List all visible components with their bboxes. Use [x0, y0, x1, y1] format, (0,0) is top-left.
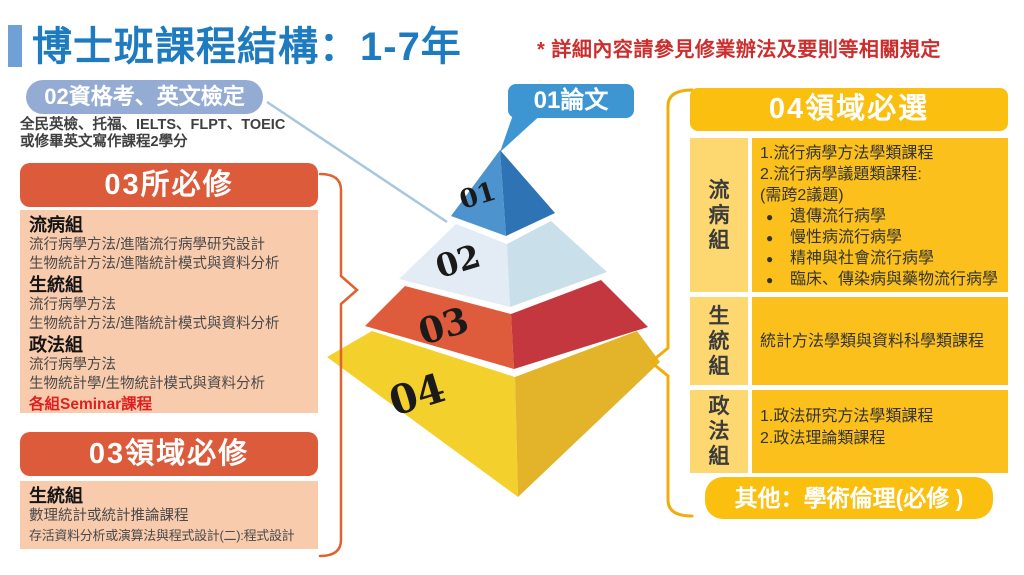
- pyramid-label-01: 01: [456, 177, 499, 216]
- course-line: 生物統計方法/進階統計模式與資料分析: [29, 316, 280, 332]
- elective-line: (需跨2議題): [760, 187, 844, 204]
- bullet-item: 遺傳流行病學: [760, 206, 1002, 228]
- bullet-item: 精神與社會流行病學: [760, 248, 1002, 270]
- dept-required-body: 流病組 流行病學方法/進階流行病學研究設計 生物統計方法/進階統計模式與資料分析…: [20, 210, 318, 413]
- elective-group-label-biostat: 生統組: [690, 297, 748, 385]
- page-note: * 詳細內容請參見修業辦法及要則等相關規定: [537, 39, 941, 61]
- group-name: 政法組: [29, 335, 83, 355]
- qualification-header: 02資格考、英文檢定: [26, 80, 263, 114]
- group-name: 政法組: [708, 395, 730, 468]
- qualification-line: 或修畢英文寫作課程2學分: [20, 133, 188, 150]
- pyramid-level-04-right-face: [515, 331, 660, 497]
- group-name: 流病組: [708, 178, 730, 252]
- group-name: 生統組: [29, 486, 83, 506]
- elective-line: 2.流行病學議題類課程:: [760, 166, 922, 183]
- pyramid-level-04-left-face: [327, 331, 518, 497]
- bullet-item: 慢性病流行病學: [760, 227, 1002, 249]
- pyramid-label-02: 02: [431, 237, 485, 286]
- pyramid-level-02-right-face: [507, 221, 607, 307]
- elective-line: 統計方法學類與資料科學類課程: [760, 332, 985, 350]
- ethics-box: 其他：學術倫理(必修 ): [705, 477, 993, 519]
- pyramid-level-01-left-face: [451, 150, 506, 236]
- left-brace-connector: [318, 172, 359, 558]
- course-line: 流行病學方法/進階流行病學研究設計: [29, 237, 266, 253]
- field-required-header: 03領域必修: [20, 432, 318, 476]
- course-line: 數理統計或統計推論課程: [29, 508, 189, 524]
- thesis-callout-tail: [500, 112, 544, 152]
- qualification-detail: 全民英檢、托福、IELTS、FLPT、TOEIC 或修畢英文寫作課程2學分: [20, 117, 340, 150]
- course-line: 生物統計方法/進階統計模式與資料分析: [29, 256, 280, 272]
- course-line: 流行病學方法: [29, 357, 116, 373]
- elective-line: 1.政法研究方法學類課程: [760, 408, 934, 425]
- qualification-line: 全民英檢、托福、IELTS、FLPT、TOEIC: [20, 117, 286, 133]
- field-required-body: 生統組 數理統計或統計推論課程 存活資料分析或演算法與程式設計(二):程式設計: [20, 481, 318, 549]
- elective-content-epi: 1.流行病學方法學類課程 2.流行病學議題類課程: (需跨2議題) 遺傳流行病學…: [752, 138, 1008, 292]
- pyramid-level-03-right-face: [511, 280, 648, 369]
- thesis-box: 01論文: [508, 84, 634, 118]
- course-line: 存活資料分析或演算法與程式設計(二):程式設計: [29, 528, 295, 543]
- group-name: 生統組: [708, 304, 730, 378]
- elective-content-biostat: 統計方法學類與資料科學類課程: [752, 297, 1008, 385]
- pyramid-level-03-left-face: [365, 286, 514, 369]
- page-title: 博士班課程結構：1-7年: [32, 25, 462, 69]
- pyramid-level-01-right-face: [500, 150, 555, 236]
- right-brace-connector: [648, 88, 694, 518]
- elective-bullet-list: 遺傳流行病學 慢性病流行病學 精神與社會流行病學 臨床、傳染病與藥物流行病學: [760, 206, 1002, 291]
- elective-content-policy: 1.政法研究方法學類課程 2.政法理論類課程: [752, 390, 1008, 473]
- bullet-item: 臨床、傳染病與藥物流行病學: [760, 269, 1002, 291]
- pyramid-level-02-left-face: [399, 224, 510, 307]
- seminar-note: 各組Seminar課程: [29, 396, 153, 413]
- pyramid-label-04: 04: [384, 364, 451, 425]
- group-name: 生統組: [29, 275, 83, 295]
- course-line: 流行病學方法: [29, 297, 116, 313]
- group-name: 流病組: [29, 215, 83, 235]
- elective-group-label-policy: 政法組: [690, 390, 748, 473]
- elective-line: 1.流行病學方法學類課程: [760, 145, 934, 162]
- field-elective-header: 04領域必選: [690, 88, 1008, 131]
- elective-group-label-epi: 流病組: [690, 138, 748, 292]
- title-accent-bar: [8, 25, 22, 67]
- course-line: 生物統計學/生物統計模式與資料分析: [29, 376, 266, 392]
- pyramid-label-03: 03: [414, 299, 474, 354]
- elective-line: 2.政法理論類課程: [760, 430, 886, 447]
- dept-required-header: 03所必修: [20, 163, 318, 207]
